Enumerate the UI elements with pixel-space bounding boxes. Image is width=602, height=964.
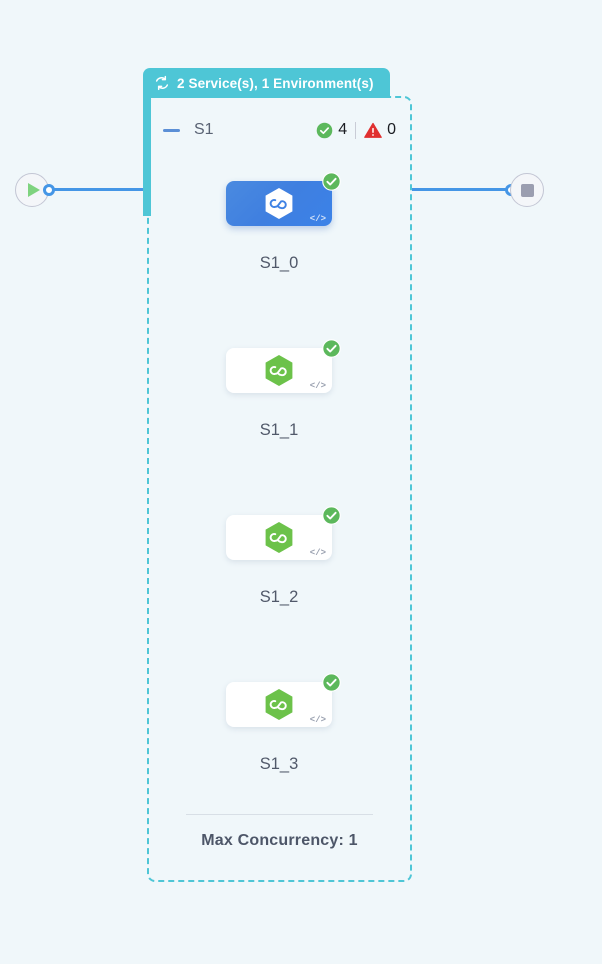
group-tab-header[interactable]: 2 Service(s), 1 Environment(s) bbox=[143, 68, 390, 98]
footer-divider bbox=[186, 814, 373, 815]
nodejs-hexagon-icon bbox=[265, 689, 293, 720]
service-node-s1-0[interactable]: </> bbox=[226, 172, 341, 226]
nodejs-hexagon-icon bbox=[265, 188, 293, 219]
code-brackets-icon: </> bbox=[309, 214, 326, 224]
success-counter: 4 bbox=[316, 121, 347, 139]
check-circle-icon bbox=[316, 122, 333, 138]
group-status-counters: 4 0 bbox=[316, 121, 396, 139]
success-count: 4 bbox=[338, 121, 348, 138]
service-node-s1-1[interactable]: </> bbox=[226, 339, 341, 393]
stop-icon bbox=[520, 183, 534, 197]
warning-count: 0 bbox=[387, 121, 396, 138]
play-icon bbox=[28, 183, 40, 197]
counter-divider bbox=[355, 121, 357, 139]
service-node-s1-2[interactable]: </> bbox=[226, 506, 341, 560]
minus-icon[interactable] bbox=[163, 128, 180, 132]
check-circle-icon bbox=[322, 506, 341, 525]
service-node-label-s1-0: S1_0 bbox=[259, 254, 299, 272]
service-node-label-s1-3: S1_3 bbox=[259, 755, 299, 773]
loop-refresh-icon bbox=[155, 75, 169, 91]
edge-start-to-group bbox=[48, 188, 146, 191]
check-circle-icon bbox=[322, 673, 341, 692]
code-brackets-icon: </> bbox=[309, 381, 326, 391]
group-name-label: S1 bbox=[194, 121, 214, 138]
check-circle-icon bbox=[322, 339, 341, 358]
edge-group-to-end bbox=[412, 188, 512, 191]
max-concurrency-label: Max Concurrency: 1 bbox=[201, 832, 358, 849]
start-node-output-port[interactable] bbox=[43, 184, 55, 196]
code-brackets-icon: </> bbox=[309, 548, 326, 558]
nodejs-hexagon-icon bbox=[265, 522, 293, 553]
warning-triangle-icon bbox=[364, 122, 382, 138]
service-node-label-s1-1: S1_1 bbox=[259, 421, 299, 439]
service-node-label-s1-2: S1_2 bbox=[259, 588, 299, 606]
service-node-s1-3[interactable]: </> bbox=[226, 673, 341, 727]
warning-counter: 0 bbox=[364, 121, 396, 139]
group-header-row: S1 4 0 bbox=[163, 118, 396, 142]
end-node[interactable] bbox=[510, 173, 544, 207]
code-brackets-icon: </> bbox=[309, 715, 326, 725]
check-circle-icon bbox=[322, 172, 341, 191]
group-tab-label: 2 Service(s), 1 Environment(s) bbox=[177, 75, 374, 91]
nodejs-hexagon-icon bbox=[265, 355, 293, 386]
